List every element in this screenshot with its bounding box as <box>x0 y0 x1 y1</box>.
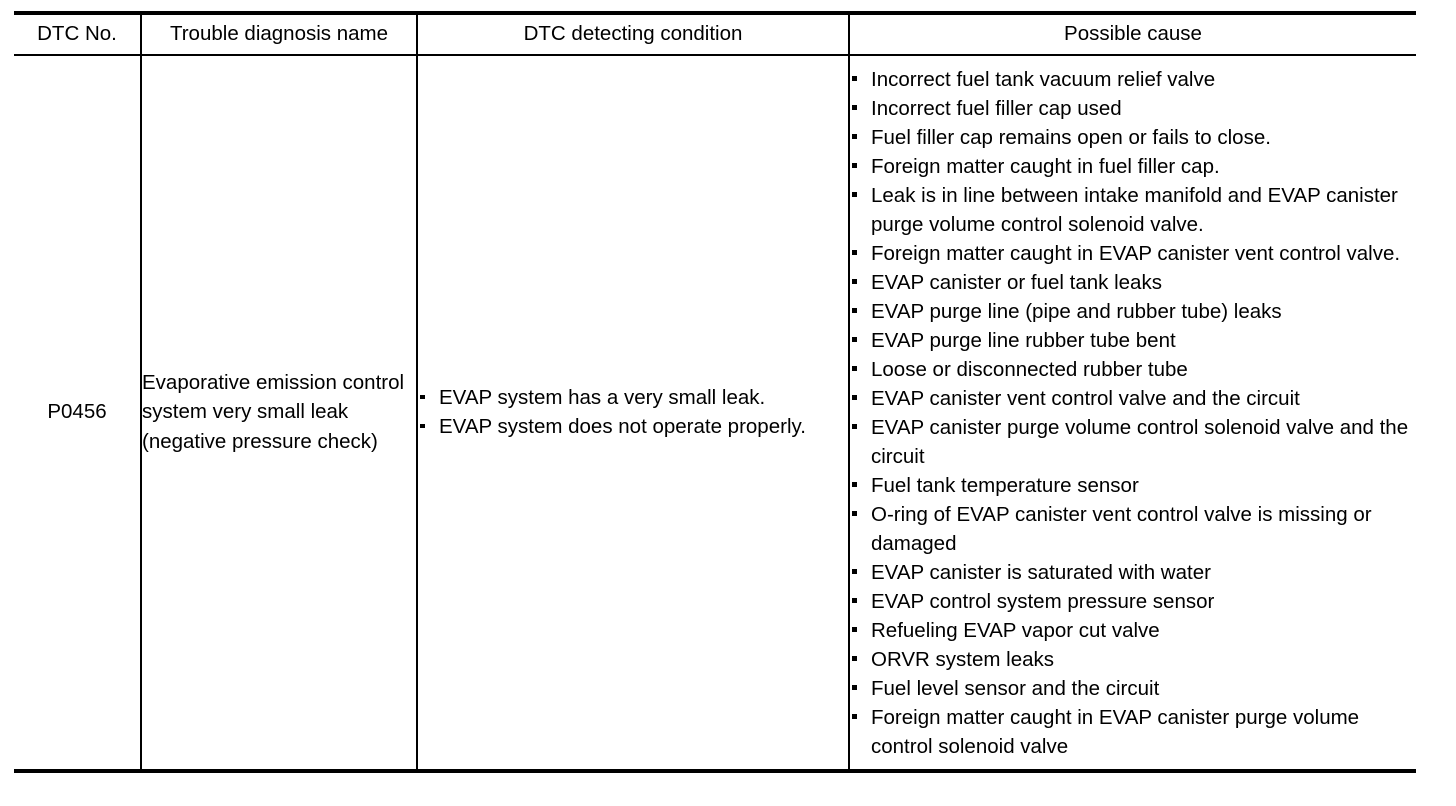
list-item: Fuel filler cap remains open or fails to… <box>850 123 1416 152</box>
list-item-label: Incorrect fuel filler cap used <box>871 96 1122 120</box>
list-item-label: EVAP purge line (pipe and rubber tube) l… <box>871 299 1282 323</box>
bullet-icon <box>420 423 425 429</box>
list-item-label: Incorrect fuel tank vacuum relief valve <box>871 67 1216 91</box>
list-item: Incorrect fuel tank vacuum relief valve <box>850 65 1416 94</box>
list-item: Fuel tank temperature sensor <box>850 471 1416 500</box>
list-item-label: ORVR system leaks <box>871 647 1055 671</box>
cell-possible-cause: Incorrect fuel tank vacuum relief valve … <box>849 54 1416 773</box>
list-item-label: EVAP system has a very small leak. <box>439 386 766 409</box>
list-item: EVAP canister is saturated with water <box>850 558 1416 587</box>
list-item-label: Fuel filler cap remains open or fails to… <box>871 125 1271 149</box>
list-item: Foreign matter caught in EVAP canister p… <box>850 703 1416 761</box>
list-item-label: EVAP canister vent control valve and the… <box>871 386 1300 410</box>
bullet-icon <box>852 395 857 400</box>
list-item-label: Fuel level sensor and the circuit <box>871 676 1160 700</box>
column-header-dtc-detecting-condition: DTC detecting condition <box>417 13 850 56</box>
table-row: P0456 Evaporative emission control syste… <box>14 54 1416 773</box>
bullet-icon <box>852 105 857 110</box>
bullet-icon <box>852 482 857 487</box>
list-item-label: EVAP purge line rubber tube bent <box>871 328 1176 352</box>
list-item-label: Fuel tank temperature sensor <box>871 473 1139 497</box>
cell-dtc-no: P0456 <box>14 54 142 773</box>
list-item: EVAP system has a very small leak. <box>418 383 848 412</box>
list-item: O-ring of EVAP canister vent control val… <box>850 500 1416 558</box>
bullet-icon <box>420 394 425 400</box>
list-item-label: O-ring of EVAP canister vent control val… <box>871 502 1372 555</box>
list-item: EVAP system does not operate properly. <box>418 412 848 441</box>
bullet-icon <box>852 134 857 139</box>
bullet-icon <box>852 424 857 429</box>
list-item: Refueling EVAP vapor cut valve <box>850 616 1416 645</box>
cell-dtc-detecting-condition: EVAP system has a very small leak. EVAP … <box>417 54 850 773</box>
header-row: DTC No. Trouble diagnosis name DTC detec… <box>14 13 1416 56</box>
column-header-possible-cause: Possible cause <box>849 13 1416 56</box>
list-item-label: Foreign matter caught in EVAP canister v… <box>871 241 1401 265</box>
dtc-detecting-condition-list: EVAP system has a very small leak. EVAP … <box>418 383 848 441</box>
possible-cause-list: Incorrect fuel tank vacuum relief valve … <box>850 56 1416 769</box>
list-item-label: EVAP control system pressure sensor <box>871 589 1215 613</box>
list-item: EVAP control system pressure sensor <box>850 587 1416 616</box>
bullet-icon <box>852 366 857 371</box>
bullet-icon <box>852 337 857 342</box>
table-body: P0456 Evaporative emission control syste… <box>14 54 1416 773</box>
bullet-icon <box>852 279 857 284</box>
bullet-icon <box>852 76 857 81</box>
bullet-icon <box>852 714 857 719</box>
list-item: EVAP canister or fuel tank leaks <box>850 268 1416 297</box>
bullet-icon <box>852 511 857 516</box>
list-item-label: EVAP canister is saturated with water <box>871 560 1211 584</box>
bullet-icon <box>852 598 857 603</box>
list-item-label: Foreign matter caught in EVAP canister p… <box>871 705 1360 758</box>
bullet-icon <box>852 627 857 632</box>
table-header: DTC No. Trouble diagnosis name DTC detec… <box>14 13 1416 56</box>
list-item: Loose or disconnected rubber tube <box>850 355 1416 384</box>
list-item-label: EVAP canister or fuel tank leaks <box>871 270 1162 294</box>
list-item: ORVR system leaks <box>850 645 1416 674</box>
list-item: EVAP purge line rubber tube bent <box>850 326 1416 355</box>
bullet-icon <box>852 569 857 574</box>
list-item-label: EVAP canister purge volume control solen… <box>871 415 1409 468</box>
list-item-label: EVAP system does not operate properly. <box>439 415 806 438</box>
bullet-icon <box>852 192 857 197</box>
list-item: EVAP canister purge volume control solen… <box>850 413 1416 471</box>
list-item: Foreign matter caught in EVAP canister v… <box>850 239 1416 268</box>
bullet-icon <box>852 250 857 255</box>
list-item: EVAP canister vent control valve and the… <box>850 384 1416 413</box>
bullet-icon <box>852 656 857 661</box>
dtc-diagnosis-table: DTC No. Trouble diagnosis name DTC detec… <box>14 11 1416 773</box>
list-item-label: Leak is in line between intake manifold … <box>871 183 1398 236</box>
bullet-icon <box>852 163 857 168</box>
bullet-icon <box>852 308 857 313</box>
cell-trouble-diagnosis-name: Evaporative emission control system very… <box>141 54 418 773</box>
column-header-trouble-diagnosis-name: Trouble diagnosis name <box>141 13 418 56</box>
list-item: Fuel level sensor and the circuit <box>850 674 1416 703</box>
bullet-icon <box>852 685 857 690</box>
column-header-dtc-no: DTC No. <box>14 13 142 56</box>
list-item: Incorrect fuel filler cap used <box>850 94 1416 123</box>
list-item-label: Refueling EVAP vapor cut valve <box>871 618 1160 642</box>
list-item: Leak is in line between intake manifold … <box>850 181 1416 239</box>
list-item-label: Foreign matter caught in fuel filler cap… <box>871 154 1220 178</box>
list-item: Foreign matter caught in fuel filler cap… <box>850 152 1416 181</box>
list-item: EVAP purge line (pipe and rubber tube) l… <box>850 297 1416 326</box>
list-item-label: Loose or disconnected rubber tube <box>871 357 1188 381</box>
